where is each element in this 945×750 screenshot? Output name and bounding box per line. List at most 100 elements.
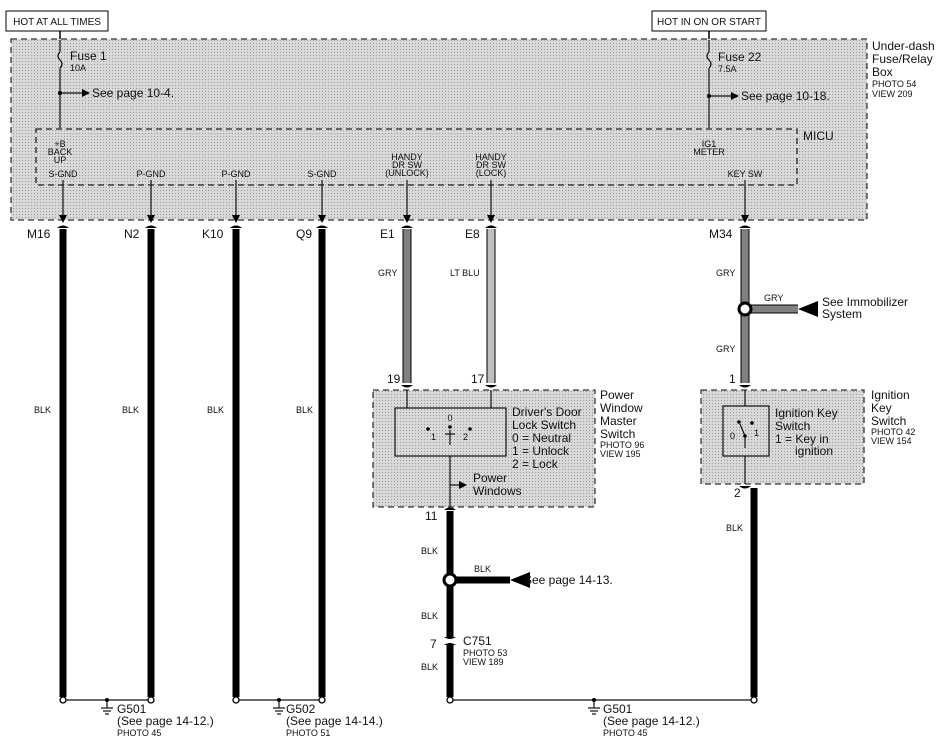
svg-text:S-GND: S-GND <box>49 169 79 179</box>
svg-text:Ignition Key: Ignition Key <box>775 406 838 420</box>
svg-text:See page 10-4.: See page 10-4. <box>92 86 174 100</box>
immobilizer-splice: GRY See Immobilizer System <box>737 293 908 321</box>
svg-text:DR SW: DR SW <box>392 160 423 170</box>
svg-text:Under-dash: Under-dash <box>872 39 935 53</box>
svg-text:7.5A: 7.5A <box>718 64 737 74</box>
svg-text:P-GND: P-GND <box>137 169 167 179</box>
svg-text:0: 0 <box>730 431 735 441</box>
ground-icon <box>273 707 285 715</box>
arrow-right-icon <box>82 89 90 97</box>
connector-caps <box>57 225 751 228</box>
hot-at-all-times-label: HOT AT ALL TIMES <box>5 10 109 32</box>
svg-text:BLK: BLK <box>122 405 139 415</box>
svg-text:VIEW 195: VIEW 195 <box>600 449 641 459</box>
svg-text:Power: Power <box>473 471 507 485</box>
svg-text:BLK: BLK <box>726 523 743 533</box>
svg-text:1: 1 <box>754 428 759 438</box>
svg-text:(UNLOCK): (UNLOCK) <box>385 168 429 178</box>
svg-text:P-GND: P-GND <box>222 169 252 179</box>
arrow-right-icon <box>731 92 739 100</box>
svg-text:See Immobilizer: See Immobilizer <box>822 295 908 309</box>
svg-text:BLK: BLK <box>421 662 438 672</box>
svg-text:PHOTO 53: PHOTO 53 <box>463 648 507 658</box>
svg-text:BLK: BLK <box>296 405 313 415</box>
svg-text:M34: M34 <box>709 227 733 241</box>
svg-text:BLK: BLK <box>421 546 438 556</box>
terminal-arrows <box>59 180 749 223</box>
fuse-icon <box>57 51 63 69</box>
svg-text:BLK: BLK <box>34 405 51 415</box>
svg-text:(LOCK): (LOCK) <box>476 168 507 178</box>
svg-text:HANDY: HANDY <box>475 152 507 162</box>
svg-text:ignition: ignition <box>795 444 833 458</box>
svg-text:PHOTO 42: PHOTO 42 <box>871 427 915 437</box>
svg-text:BACK: BACK <box>48 147 73 157</box>
svg-text:11: 11 <box>425 509 438 523</box>
svg-text:GRY: GRY <box>378 268 397 278</box>
ground-g502: G502 (See page 14-14.) PHOTO 51 <box>273 700 383 738</box>
ground-g501-right: G501 (See page 14-12.) PHOTO 45 <box>588 700 700 738</box>
svg-text:System: System <box>822 307 862 321</box>
svg-text:1: 1 <box>431 432 436 442</box>
svg-text:GRY: GRY <box>716 344 735 354</box>
svg-text:See page 10-18.: See page 10-18. <box>741 89 830 103</box>
svg-text:(See page 14-12.): (See page 14-12.) <box>603 714 700 728</box>
svg-text:PHOTO 54: PHOTO 54 <box>872 79 916 89</box>
svg-text:Lock Switch: Lock Switch <box>512 418 576 432</box>
svg-text:19: 19 <box>387 372 401 386</box>
arrow-right-icon <box>459 481 467 489</box>
svg-text:PHOTO 51: PHOTO 51 <box>286 728 330 738</box>
svg-text:Switch: Switch <box>600 427 635 441</box>
svg-text:Fuse 1: Fuse 1 <box>70 49 107 63</box>
svg-text:HANDY: HANDY <box>391 152 423 162</box>
svg-text:Key: Key <box>871 401 892 415</box>
micu-module: MICU +B BACK UP IG1 METER S-GND P-GND P-… <box>35 128 834 186</box>
svg-text:IG1: IG1 <box>702 139 717 149</box>
ground-wires: BLK BLK BLK BLK <box>34 229 326 697</box>
svg-text:KEY SW: KEY SW <box>728 169 763 179</box>
svg-text:G502: G502 <box>286 702 316 716</box>
svg-text:PHOTO 45: PHOTO 45 <box>117 728 161 738</box>
splice-icon <box>737 301 753 317</box>
svg-text:Switch: Switch <box>775 419 810 433</box>
svg-text:HOT IN ON OR START: HOT IN ON OR START <box>657 17 761 28</box>
svg-text:MICU: MICU <box>803 129 834 143</box>
svg-text:DR SW: DR SW <box>476 160 507 170</box>
svg-text:1 = Key in: 1 = Key in <box>775 432 829 446</box>
svg-text:VIEW 154: VIEW 154 <box>871 436 912 446</box>
svg-text:2 = Lock: 2 = Lock <box>512 457 559 471</box>
svg-text:+B: +B <box>54 139 65 149</box>
svg-text:K10: K10 <box>202 227 224 241</box>
svg-text:17: 17 <box>471 372 485 386</box>
fuse-1: Fuse 1 10A See page 10-4. <box>57 40 174 128</box>
svg-text:(See page 14-14.): (See page 14-14.) <box>286 714 383 728</box>
svg-text:UP: UP <box>54 155 67 165</box>
svg-text:BLK: BLK <box>474 564 491 574</box>
fuse-22: Fuse 22 7.5A See page 10-18. <box>706 40 830 128</box>
svg-text:Fuse/Relay: Fuse/Relay <box>872 52 933 66</box>
svg-text:G501: G501 <box>603 702 633 716</box>
svg-text:Power: Power <box>600 388 634 402</box>
fuse-icon <box>706 51 712 69</box>
svg-text:See page 14-13.: See page 14-13. <box>524 573 613 587</box>
svg-text:0 = Neutral: 0 = Neutral <box>512 431 571 445</box>
svg-text:E8: E8 <box>465 227 480 241</box>
svg-text:1 = Unlock: 1 = Unlock <box>512 444 570 458</box>
ground-bus <box>59 696 758 704</box>
svg-text:S-GND: S-GND <box>308 169 338 179</box>
svg-text:E1: E1 <box>380 227 395 241</box>
svg-text:VIEW 189: VIEW 189 <box>463 657 504 667</box>
svg-text:Q9: Q9 <box>296 227 312 241</box>
svg-text:2: 2 <box>463 432 468 442</box>
svg-text:GRY: GRY <box>716 268 735 278</box>
svg-text:(See page 14-12.): (See page 14-12.) <box>117 714 214 728</box>
svg-text:BLK: BLK <box>207 405 224 415</box>
svg-text:BLK: BLK <box>421 611 438 621</box>
svg-text:VIEW 209: VIEW 209 <box>872 89 913 99</box>
svg-text:0: 0 <box>447 413 452 423</box>
splice-icon <box>442 572 458 588</box>
svg-text:Windows: Windows <box>473 484 522 498</box>
svg-text:GRY: GRY <box>764 293 783 303</box>
svg-text:10A: 10A <box>70 63 86 73</box>
svg-text:Fuse 22: Fuse 22 <box>718 50 762 64</box>
